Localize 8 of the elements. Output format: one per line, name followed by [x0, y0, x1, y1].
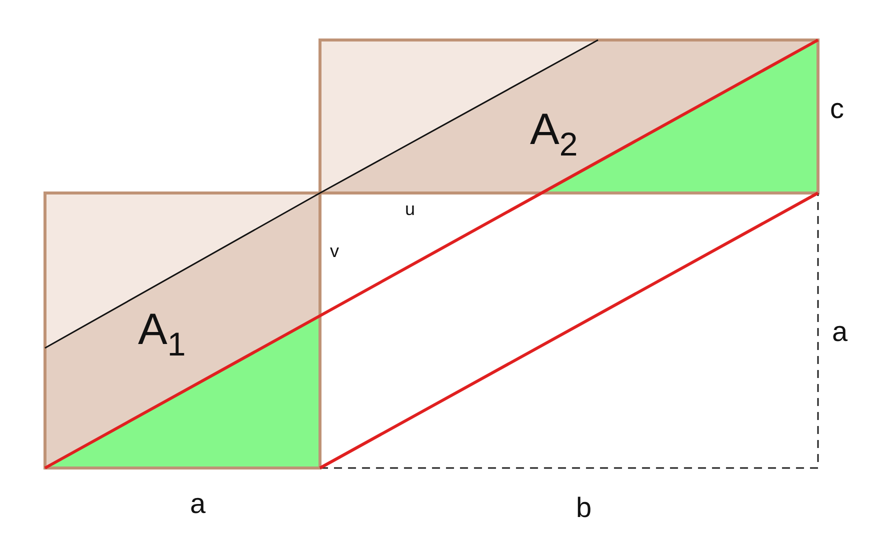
side-label: a [832, 318, 848, 346]
side-label: a [190, 490, 206, 518]
point-label: v [330, 242, 339, 260]
side-label: b [576, 494, 592, 522]
area-label: A$_{2}$ [530, 108, 578, 161]
point-label: u [405, 200, 416, 218]
area-label: A$_{1}$ [138, 308, 186, 361]
side-label: c [830, 95, 844, 123]
